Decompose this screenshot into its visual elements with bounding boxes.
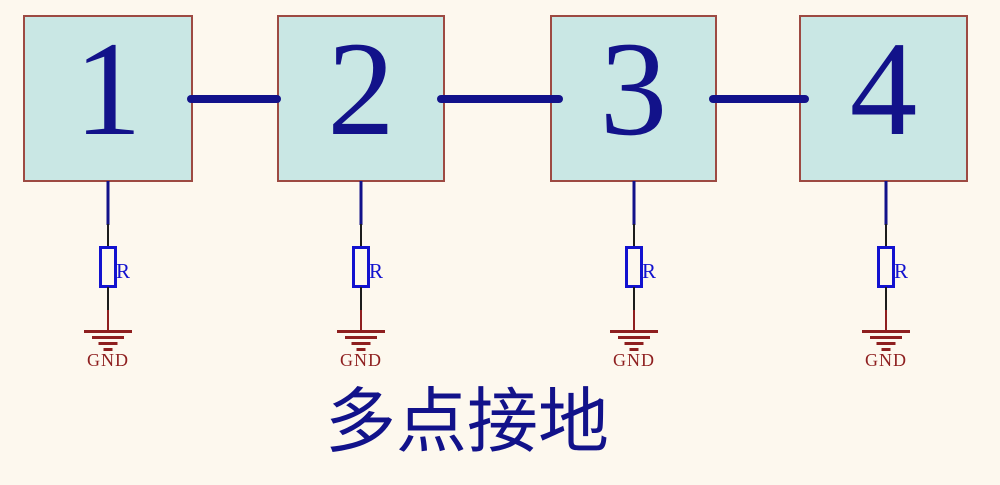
ground-label: GND: [340, 350, 382, 370]
node-box-1: 1: [23, 15, 193, 182]
ground-bar-2: [870, 336, 902, 339]
wire-segment-red: [107, 310, 109, 331]
wire-segment-black: [107, 287, 109, 311]
node-number: 2: [327, 15, 395, 164]
ground-bar-4: [629, 348, 639, 351]
resistor-label: R: [116, 259, 131, 283]
wire-segment-black: [360, 224, 362, 247]
wire-segment-blue: [632, 181, 636, 225]
node-box-3: 3: [550, 15, 717, 182]
resistor-symbol: [99, 246, 117, 288]
resistor-symbol: [625, 246, 643, 288]
resistor-label: R: [369, 259, 384, 283]
ground-label: GND: [865, 350, 907, 370]
wire-segment-blue: [884, 181, 888, 225]
connection-wire-1-2: [187, 95, 281, 103]
wire-segment-black: [633, 287, 635, 311]
wire-segment-black: [360, 287, 362, 311]
ground-bar-4: [356, 348, 366, 351]
resistor-symbol: [352, 246, 370, 288]
ground-bar-3: [624, 342, 644, 345]
wire-segment-black: [885, 224, 887, 247]
ground-bar-2: [618, 336, 650, 339]
ground-label: GND: [87, 350, 129, 370]
connection-wire-2-3: [437, 95, 563, 103]
connection-wire-3-4: [709, 95, 809, 103]
wire-segment-black: [885, 287, 887, 311]
wire-segment-red: [633, 310, 635, 331]
resistor-symbol: [877, 246, 895, 288]
ground-bar-2: [92, 336, 124, 339]
resistor-label: R: [894, 259, 909, 283]
diagram-title: 多点接地: [324, 384, 610, 462]
node-number: 4: [849, 15, 918, 164]
ground-bar-1: [84, 330, 132, 333]
ground-label: GND: [613, 350, 655, 370]
wire-segment-black: [107, 224, 109, 247]
ground-bar-4: [103, 348, 113, 351]
wire-segment-black: [633, 224, 635, 247]
node-box-2: 2: [277, 15, 445, 182]
node-number: 3: [599, 15, 668, 164]
wire-segment-red: [885, 310, 887, 331]
ground-bar-4: [881, 348, 891, 351]
node-number: 1: [74, 15, 142, 164]
wire-segment-red: [360, 310, 362, 331]
ground-bar-1: [862, 330, 910, 333]
wire-segment-blue: [359, 181, 363, 225]
ground-bar-2: [345, 336, 377, 339]
ground-bar-3: [98, 342, 118, 345]
ground-bar-3: [351, 342, 371, 345]
resistor-label: R: [642, 259, 657, 283]
wire-segment-blue: [106, 181, 110, 225]
node-box-4: 4: [799, 15, 968, 182]
ground-bar-1: [610, 330, 658, 333]
ground-bar-3: [876, 342, 896, 345]
ground-bar-1: [337, 330, 385, 333]
